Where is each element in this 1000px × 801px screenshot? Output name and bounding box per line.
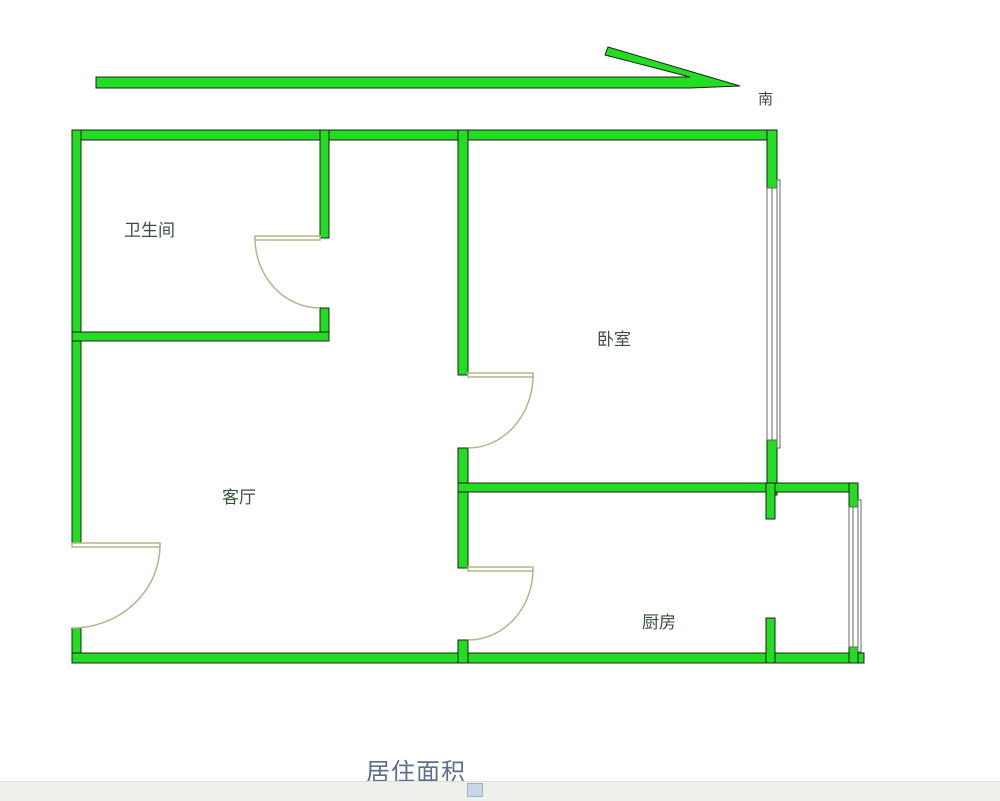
room-label-kitchen: 厨房 bbox=[642, 613, 676, 633]
bedroom-window bbox=[766, 179, 781, 449]
entrance-door bbox=[71, 542, 161, 629]
room-label-bedroom: 卧室 bbox=[597, 330, 631, 350]
room-label-bathroom: 卫生间 bbox=[124, 221, 175, 241]
compass-arrow bbox=[95, 46, 741, 89]
bathroom-door bbox=[254, 235, 321, 309]
bottom-scrollbar[interactable] bbox=[0, 781, 1000, 801]
scroll-thumb[interactable] bbox=[467, 783, 483, 797]
south-label: 南 bbox=[758, 90, 774, 108]
walls bbox=[71, 129, 865, 664]
room-label-living-room: 客厅 bbox=[222, 488, 256, 508]
bedroom-door bbox=[467, 372, 534, 449]
kitchen-door bbox=[467, 566, 534, 641]
kitchen-window bbox=[848, 499, 862, 653]
